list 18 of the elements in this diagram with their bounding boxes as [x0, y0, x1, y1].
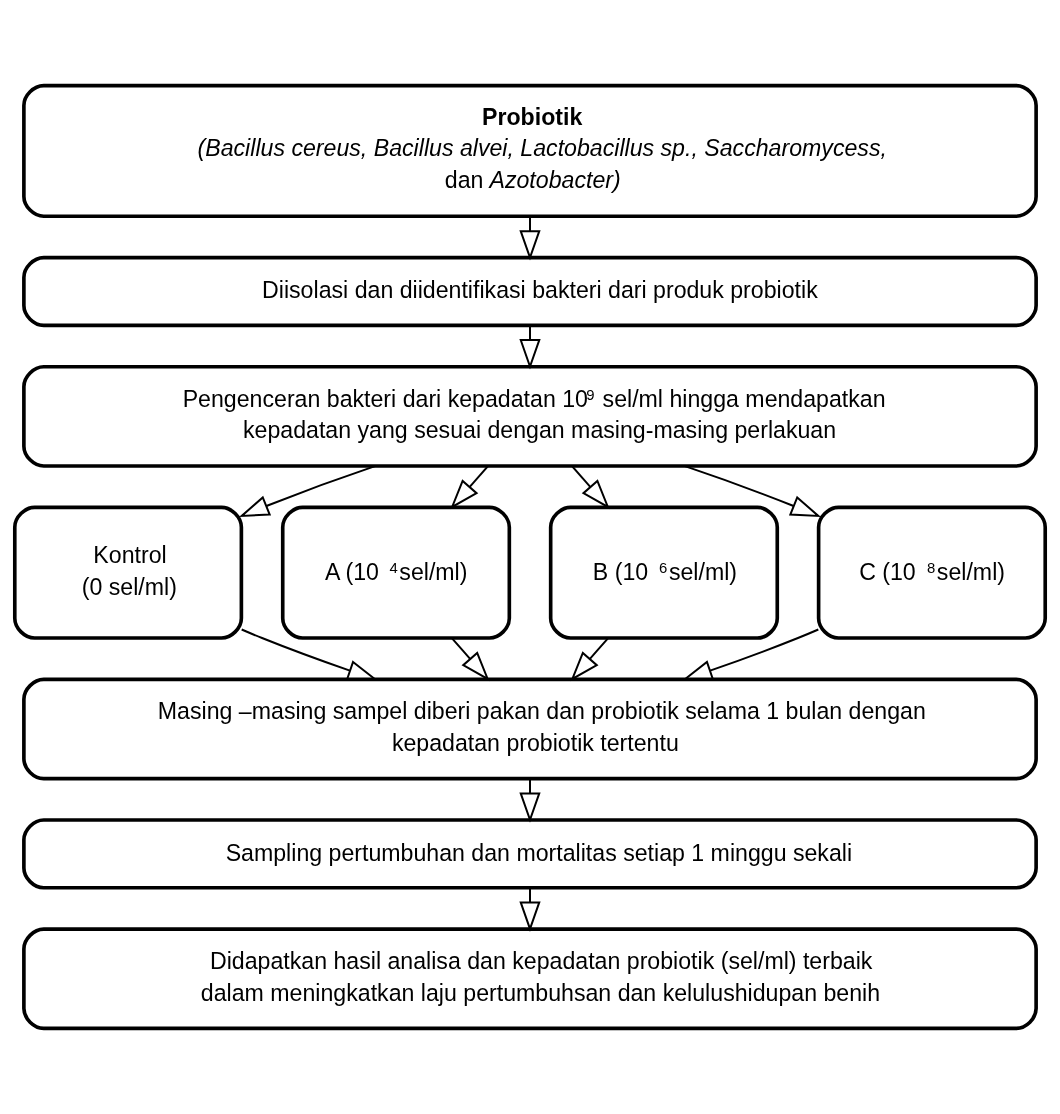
arrow — [682, 628, 820, 681]
arrow — [570, 637, 609, 682]
arrow — [451, 637, 490, 682]
node-box: Masing –masing sampel diberi pakan dan probiotik selama 1 bulan dengan kepadatan probiotik tertentu — [22, 677, 1038, 781]
arrow — [519, 777, 541, 823]
arrow — [571, 465, 610, 510]
arrow — [238, 465, 377, 518]
node-box: Didapatkan hasil analisa dan kepadatan probiotik (sel/ml) terbaik dalam meningkatkan laju pertumbuhsan dan kelulushidupan benih — [22, 927, 1038, 1031]
arrow — [450, 465, 489, 510]
node-box: Kontrol (0 sel/ml) — [12, 505, 244, 640]
node-box: Sampling pertumbuhan dan mortalitas setiap 1 minggu sekali — [22, 818, 1038, 890]
arrow — [519, 887, 541, 932]
node-box: Probiotik (Bacillus cereus, Bacillus alvei, Lactobacillus sp., Saccharomycess, dan Azotobacter) — [22, 83, 1038, 219]
arrow — [683, 465, 822, 518]
arrow — [240, 628, 378, 681]
arrow — [519, 215, 541, 261]
arrow — [519, 324, 541, 370]
node-box: Diisolasi dan diidentifikasi bakteri dari produk probiotik — [22, 255, 1038, 328]
